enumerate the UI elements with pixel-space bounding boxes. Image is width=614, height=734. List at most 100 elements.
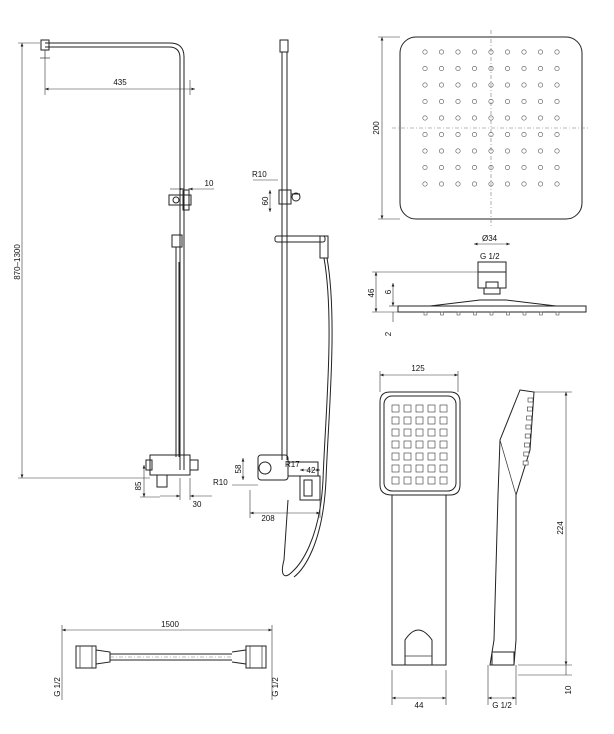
hand-shower-holder: [319, 235, 329, 259]
nozzle: [521, 132, 527, 138]
hand-nozzle: [415, 476, 424, 485]
nozzle: [504, 115, 510, 121]
nozzle: [422, 165, 428, 171]
nozzle: [488, 115, 494, 121]
hand-handle: [391, 495, 447, 666]
nozzle: [488, 148, 494, 154]
dim-height-range: 870–1300: [13, 244, 22, 280]
nozzle: [504, 49, 510, 55]
dim-valve-height: 58: [234, 464, 243, 473]
nozzle: [504, 66, 510, 72]
hand-nozzle: [439, 404, 448, 413]
nozzle: [537, 66, 543, 72]
dim-holder-radius: R10: [252, 170, 267, 179]
nozzle: [554, 49, 560, 55]
hand-nozzle: [415, 428, 424, 437]
nozzle: [521, 66, 527, 72]
nozzle: [422, 99, 428, 105]
column-front-view: 435 870–1300 10 85 30: [13, 39, 214, 509]
nozzle: [438, 181, 444, 187]
hand-nozzle: [427, 428, 436, 437]
nozzle: [537, 181, 543, 187]
head-shower-top-view: 200: [372, 30, 590, 226]
hand-head: [379, 391, 461, 496]
hose-curve: [281, 257, 330, 577]
nozzle: [504, 99, 510, 105]
nozzle: [422, 49, 428, 55]
dim-arm-length: 435: [113, 78, 127, 87]
dim-hand-thread-height: 10: [564, 685, 573, 694]
nozzle: [537, 148, 543, 154]
nozzle: [471, 99, 477, 105]
nozzle: [537, 165, 543, 171]
nozzle: [455, 132, 461, 138]
nozzle: [471, 115, 477, 121]
nozzle: [537, 115, 543, 121]
nozzle: [438, 99, 444, 105]
hand-nozzle: [439, 440, 448, 449]
hand-nozzle: [391, 404, 400, 413]
nozzle: [521, 148, 527, 154]
hand-nozzle: [403, 428, 412, 437]
nozzle: [471, 181, 477, 187]
dim-head-thread: G 1/2: [480, 252, 500, 261]
hand-nozzle: [391, 452, 400, 461]
dim-hand-width: 125: [411, 364, 425, 373]
nozzle: [455, 181, 461, 187]
nozzle: [504, 132, 510, 138]
hand-nozzle: [403, 416, 412, 425]
hand-nozzle: [415, 452, 424, 461]
wall-bracket: [168, 194, 192, 206]
nozzle: [438, 132, 444, 138]
nozzle: [455, 115, 461, 121]
hand-nozzle: [427, 464, 436, 473]
nozzle: [471, 148, 477, 154]
hand-nozzle: [415, 416, 424, 425]
hose-view: 1500 G 1/2 G 1/2: [53, 620, 280, 700]
head-connector: [40, 39, 50, 51]
hand-shower-front-view: 125 44: [379, 364, 461, 710]
dim-hose-length: 1500: [161, 620, 179, 629]
dim-head-height: 46: [367, 288, 376, 297]
nozzle: [438, 49, 444, 55]
hand-nozzle: [403, 452, 412, 461]
head-shower-side-view: Ø34 G 1/2 46 6 2: [367, 234, 587, 336]
nozzle: [455, 99, 461, 105]
nozzle: [504, 181, 510, 187]
nozzle-grid: [422, 49, 560, 187]
hand-side-body: [489, 389, 535, 666]
nozzle: [554, 115, 560, 121]
dim-valve-depth: 42: [307, 466, 316, 475]
dim-hand-base-width: 44: [415, 701, 424, 710]
diverter-valve: [257, 454, 289, 481]
nozzle: [471, 49, 477, 55]
hand-nozzle: [391, 416, 400, 425]
hand-nozzle: [427, 416, 436, 425]
nozzle: [422, 115, 428, 121]
dim-hand-length: 224: [556, 521, 565, 535]
hand-nozzle: [415, 404, 424, 413]
dim-hand-thread: G 1/2: [492, 701, 512, 710]
dim-holder-height: 60: [261, 196, 270, 205]
nozzle: [554, 181, 560, 187]
hand-nozzle: [403, 476, 412, 485]
nozzle: [471, 132, 477, 138]
hand-nozzle: [427, 476, 436, 485]
nozzle: [554, 99, 560, 105]
nozzle: [521, 181, 527, 187]
nozzle: [521, 165, 527, 171]
hand-nozzle: [427, 440, 436, 449]
slider-bar: [274, 235, 326, 243]
nozzle: [521, 82, 527, 88]
nozzle: [554, 82, 560, 88]
nozzle: [537, 82, 543, 88]
dim-valve-radius-outer: R17: [285, 460, 300, 469]
nozzle: [521, 99, 527, 105]
nozzle: [504, 82, 510, 88]
nozzle: [422, 148, 428, 154]
nozzle: [455, 66, 461, 72]
nozzle: [488, 49, 494, 55]
hand-nozzle: [391, 476, 400, 485]
nozzle: [438, 115, 444, 121]
